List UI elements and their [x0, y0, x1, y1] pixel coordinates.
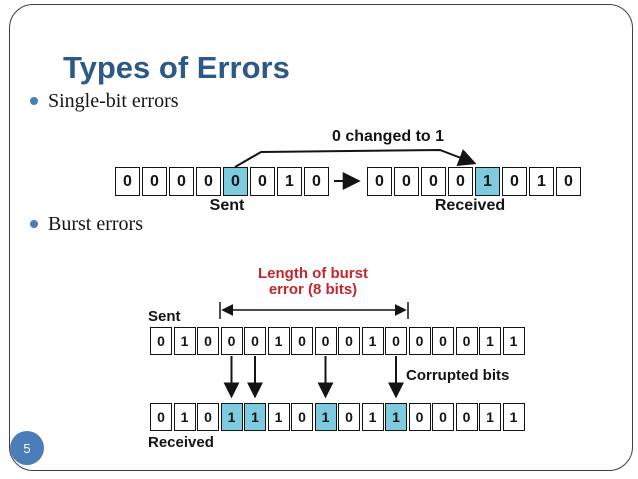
bit-cell: 0 [304, 167, 329, 196]
bit-cell: 0 [385, 327, 407, 355]
bit-cell: 0 [220, 327, 243, 355]
bit-cell: 0 [150, 403, 172, 431]
burst-length-line2: error (8 bits) [268, 281, 358, 298]
bit-cell: 0 [223, 167, 248, 196]
bit-cell: 0 [197, 327, 219, 355]
bit-cell: 1 [220, 403, 243, 431]
bit-cell: 1 [502, 403, 525, 431]
bit-cell: 1 [479, 327, 501, 355]
bit-cell: 0 [455, 403, 478, 431]
bit-cell: 0 [244, 327, 266, 355]
received-label: Received [434, 197, 506, 214]
sent-label: Sent [148, 308, 181, 325]
bit-cell: 0 [421, 167, 446, 196]
received-label: Received [148, 434, 214, 451]
bit-cell: 1 [475, 167, 500, 196]
bit-cell: 0 [291, 327, 313, 355]
bit-cell: 1 [502, 327, 525, 355]
bullet-label: Burst errors [48, 213, 143, 235]
bit-cell: 0 [455, 327, 478, 355]
bit-cell: 0 [169, 167, 194, 196]
bullet-icon [30, 97, 38, 105]
bit-cell: 1 [173, 327, 196, 355]
bit-cell: 0 [394, 167, 419, 196]
bit-cell: 1 [173, 403, 196, 431]
changed-bit-arrow [234, 148, 477, 168]
bit-cell: 0 [367, 167, 392, 196]
bullet-label: Single-bit errors [48, 90, 179, 112]
bit-cell: 0 [250, 167, 275, 196]
bit-cell: 0 [338, 327, 360, 355]
bit-cell: 0 [448, 167, 473, 196]
bit-cell: 0 [150, 327, 172, 355]
bit-cell: 0 [115, 167, 140, 196]
bit-cell: 1 [479, 403, 501, 431]
bit-cell: 1 [277, 167, 302, 196]
burst-length-line1: Length of burst [258, 265, 368, 282]
bullet-icon [30, 220, 38, 228]
bit-cell: 1 [267, 327, 290, 355]
changed-bit-annotation: 0 changed to 1 [331, 128, 445, 145]
bit-cell: 0 [142, 167, 167, 196]
burst-arrows [219, 302, 409, 399]
bit-cell: 0 [408, 403, 431, 431]
bit-cell: 0 [502, 167, 527, 196]
bit-cell: 1 [529, 167, 554, 196]
bit-cell: 1 [244, 403, 266, 431]
page-number: 5 [23, 440, 31, 456]
bit-cell: 0 [432, 403, 454, 431]
bit-cell: 0 [196, 167, 221, 196]
bit-cell: 1 [385, 403, 407, 431]
bit-cell: 0 [314, 327, 337, 355]
burst-length-annotation: Length of burst error (8 bits) [233, 266, 393, 298]
bullet-single-bit-errors: Single-bit errors [30, 88, 179, 114]
sent-label: Sent [209, 197, 245, 214]
page-number-badge: 5 [10, 431, 44, 465]
bit-cell: 0 [338, 403, 360, 431]
bit-cell: 0 [408, 327, 431, 355]
single-bit-arrows [234, 148, 477, 190]
bit-cell: 0 [432, 327, 454, 355]
bit-cell: 0 [197, 403, 219, 431]
bit-cell: 1 [361, 403, 384, 431]
corrupted-bits-label: Corrupted bits [406, 367, 510, 384]
page-title: Types of Errors [63, 50, 290, 85]
bit-cell: 1 [267, 403, 290, 431]
bit-cell: 0 [556, 167, 581, 196]
bit-cell: 1 [361, 327, 384, 355]
bullet-burst-errors: Burst errors [30, 211, 143, 237]
bit-cell: 0 [291, 403, 313, 431]
bit-cell: 1 [314, 403, 337, 431]
